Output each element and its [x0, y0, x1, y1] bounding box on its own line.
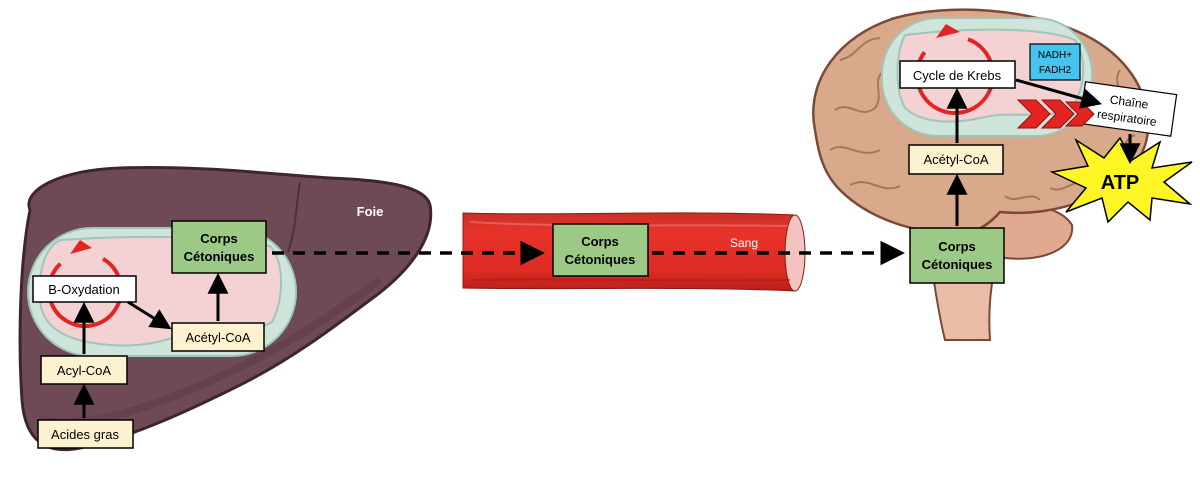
liver-lobe-divide — [287, 181, 301, 253]
svg-text:Cycle de Krebs: Cycle de Krebs — [913, 68, 1002, 83]
brain-arrows — [946, 78, 1141, 226]
liver-label: Foie — [357, 204, 384, 219]
beta-oxidation-box: B-Oxydation — [32, 275, 137, 303]
respiratory-chain-box: Chaîne respiratoire — [1078, 81, 1178, 137]
svg-text:FADH2: FADH2 — [1039, 65, 1072, 76]
svg-text:Acides gras: Acides gras — [51, 427, 119, 442]
svg-text:Acyl-CoA: Acyl-CoA — [57, 363, 112, 378]
beta-oxidation-cycle-icon — [47, 240, 123, 328]
svg-text:Acétyl-CoA: Acétyl-CoA — [185, 330, 250, 345]
nadh-fadh2-box: NADH+ FADH2 — [1029, 43, 1081, 81]
brain-acetyl-coa-box: Acétyl-CoA — [908, 144, 1004, 175]
krebs-cycle-box: Cycle de Krebs — [899, 60, 1016, 89]
svg-text:Chaîne: Chaîne — [1109, 92, 1150, 111]
liver-acetyl-coa-box: Acétyl-CoA — [171, 322, 265, 352]
blood-ketone-bodies-box: Corps Cétoniques — [552, 223, 649, 277]
svg-text:Cétoniques: Cétoniques — [184, 249, 255, 264]
svg-text:Corps: Corps — [938, 239, 976, 254]
svg-text:Cétoniques: Cétoniques — [922, 257, 993, 272]
svg-text:Corps: Corps — [200, 231, 238, 246]
brain-ketone-bodies-box: Corps Cétoniques — [909, 227, 1005, 284]
atp-label: ATP — [1101, 172, 1140, 194]
acyl-coa-box: Acyl-CoA — [40, 355, 128, 385]
fatty-acids-box: Acides gras — [37, 419, 134, 449]
svg-text:Acétyl-CoA: Acétyl-CoA — [923, 152, 988, 167]
svg-text:Corps: Corps — [581, 234, 619, 249]
liver-ketone-bodies-box: Corps Cétoniques — [171, 220, 267, 274]
blood-label: Sang — [730, 236, 758, 250]
liver-arrows — [73, 272, 229, 418]
svg-text:B-Oxydation: B-Oxydation — [48, 282, 120, 297]
svg-text:NADH+: NADH+ — [1038, 50, 1072, 61]
svg-text:Cétoniques: Cétoniques — [565, 252, 636, 267]
electron-flow-chevrons — [1016, 99, 1095, 129]
atp-burst-icon: ATP — [1049, 136, 1193, 224]
